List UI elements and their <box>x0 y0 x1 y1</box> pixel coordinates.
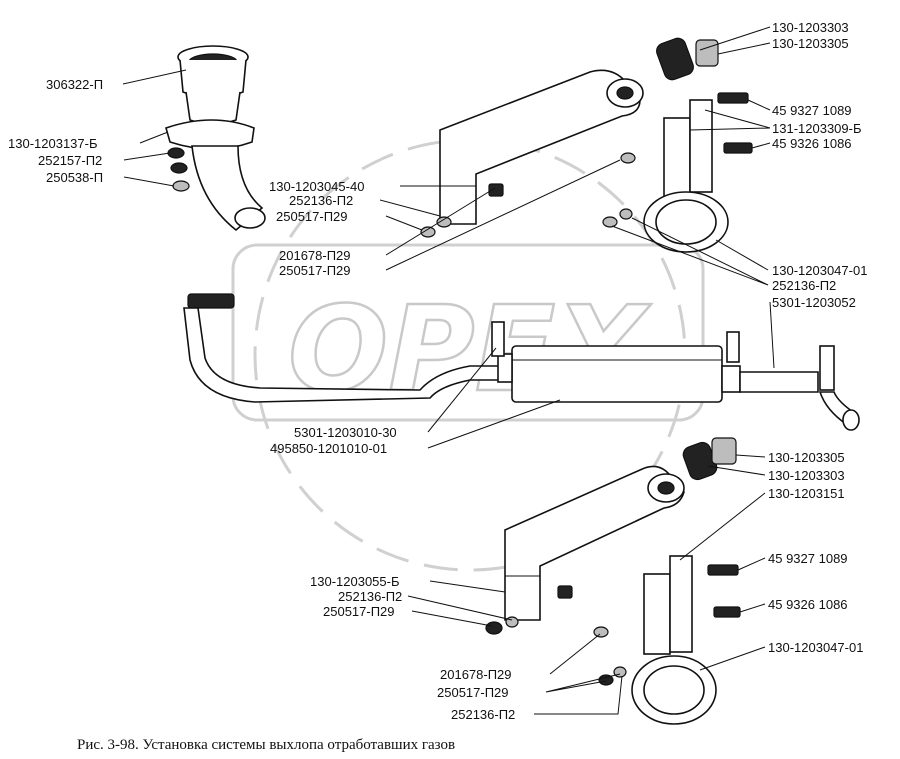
label-306322-p: 306322-П <box>46 77 103 92</box>
label-130-1203047-01-b: 130-1203047-01 <box>768 640 863 655</box>
label-201678-p29: 201678-П29 <box>279 248 351 263</box>
label-130-1203137-b: 130-1203137-Б <box>8 136 98 151</box>
label-252136-p2: 252136-П2 <box>289 193 353 208</box>
label-252157-p2: 252157-П2 <box>38 153 102 168</box>
front-pipe <box>183 293 501 403</box>
label-130-1203305-b: 130-1203305 <box>768 450 845 465</box>
label-45-9327-1089: 45 9327 1089 <box>772 103 852 118</box>
tail-pipe <box>739 345 860 431</box>
label-130-1203303: 130-1203303 <box>772 20 849 35</box>
label-250538-p: 250538-П <box>46 170 103 185</box>
upper-clamp <box>602 92 753 253</box>
label-250517-p29-b: 250517-П29 <box>279 263 351 278</box>
label-250517-p29-c: 250517-П29 <box>323 604 395 619</box>
lower-rubber-mount <box>682 437 737 481</box>
label-495850-1201010-01: 495850-1201010-01 <box>270 441 387 456</box>
leader-lines <box>122 26 775 715</box>
label-252136-p2-c: 252136-П2 <box>338 589 402 604</box>
label-45-9326-1086: 45 9326 1086 <box>772 136 852 151</box>
label-5301-1203052: 5301-1203052 <box>772 295 856 310</box>
upper-bracket <box>420 69 644 238</box>
label-45-9326-1086-b: 45 9326 1086 <box>768 597 848 612</box>
label-5301-1203010-30: 5301-1203010-30 <box>294 425 397 440</box>
part-labels: 306322-П 130-1203137-Б 252157-П2 250538-… <box>8 20 867 722</box>
exhaust-inlet-pipe <box>165 45 266 232</box>
label-130-1203055-b: 130-1203055-Б <box>310 574 400 589</box>
label-252136-p2-b: 252136-П2 <box>772 278 836 293</box>
label-130-1203305: 130-1203305 <box>772 36 849 51</box>
lower-clamp <box>593 555 741 725</box>
lower-bracket <box>485 465 685 635</box>
inlet-fasteners <box>167 147 190 192</box>
label-131-1203309-b: 131-1203309-Б <box>772 121 862 136</box>
figure-caption: Рис. 3-98. Установка системы выхлопа отр… <box>77 737 455 753</box>
label-130-1203151: 130-1203151 <box>768 486 845 501</box>
label-45-9327-1089-b: 45 9327 1089 <box>768 551 848 566</box>
label-130-1203303-b: 130-1203303 <box>768 468 845 483</box>
upper-rubber-mount <box>656 37 719 81</box>
label-250517-p29: 250517-П29 <box>276 209 348 224</box>
label-201678-p29-b: 201678-П29 <box>440 667 512 682</box>
label-130-1203047-01: 130-1203047-01 <box>772 263 867 278</box>
label-130-1203045-40: 130-1203045-40 <box>269 179 364 194</box>
muffler <box>491 321 741 403</box>
label-252136-p2-d: 252136-П2 <box>451 707 515 722</box>
label-250517-p29-d: 250517-П29 <box>437 685 509 700</box>
